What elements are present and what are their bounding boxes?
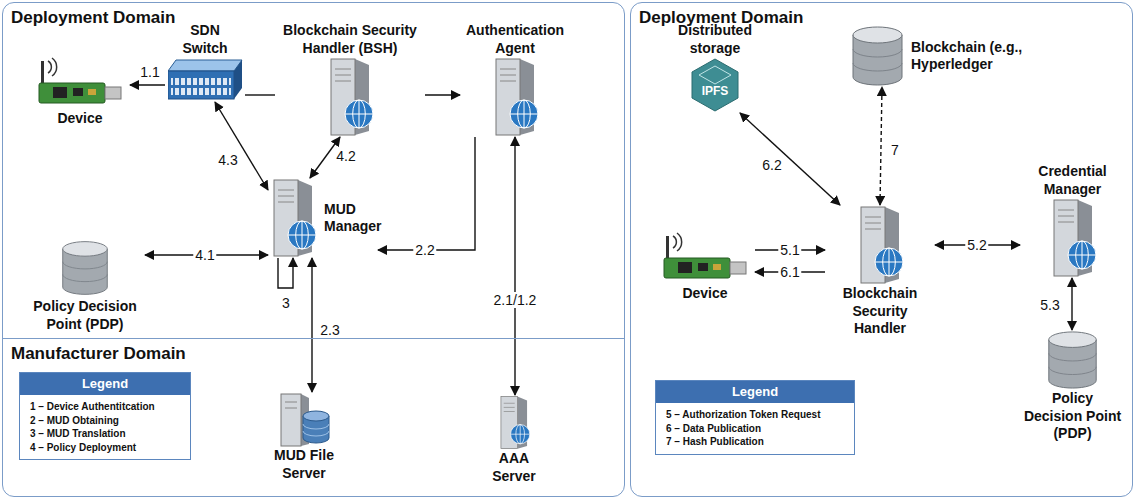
node-label: MUD File Server — [264, 447, 344, 482]
callout-number: 5.2 — [965, 237, 988, 253]
node-label: Legend — [20, 373, 190, 395]
storage-node: Distributed storageIPFS — [660, 22, 770, 113]
database-node: Policy Decision Point (PDP) — [25, 238, 145, 333]
node-label: 4 – Policy Deployment — [30, 441, 180, 455]
node-label: 6 – Data Publication — [666, 422, 844, 436]
cyl-icon — [1045, 330, 1100, 390]
server-node: AAA Server — [479, 395, 549, 485]
server-node: MUD Manager — [268, 178, 378, 258]
device-node: Device — [655, 230, 755, 303]
node-label: 1 – Device Authentitcation — [30, 400, 180, 414]
node-label: Device — [660, 285, 750, 303]
database-node: Blockchain (e.g., Hyperledger — [850, 25, 1100, 87]
node-label: Blockchain Security Handler (BSH) — [275, 22, 425, 57]
callout-number: 6.1 — [778, 264, 801, 280]
node-label: SDN Switch — [166, 22, 244, 57]
node-label: 5 – Authorization Token Request — [666, 408, 844, 422]
cyl-icon — [60, 238, 110, 298]
board-icon — [35, 55, 125, 110]
node-label: MUD Manager — [324, 201, 384, 236]
node-label: Policy Decision Point (PDP) — [26, 298, 144, 333]
connector — [425, 94, 460, 95]
callout-number: 5.3 — [1038, 297, 1061, 313]
server-icon — [490, 57, 540, 137]
switch-node: SDN Switch — [165, 22, 245, 102]
file-icon — [277, 392, 332, 447]
domain-region: Manufacturer DomainMUD File Server AAA Se… — [3, 338, 624, 496]
server-icon — [855, 205, 905, 285]
node-label: Distributed storage — [665, 22, 765, 57]
legend-box: Legend 1 – Device Authentitcation2 – MUD … — [19, 372, 191, 460]
cyl-icon — [850, 25, 905, 87]
connector — [1071, 278, 1072, 330]
connector — [215, 102, 268, 190]
callout-number: 5.1 — [778, 242, 801, 258]
node-label: Blockchain Security Handler — [830, 285, 930, 338]
callout-number: 3 — [280, 295, 292, 311]
node-label: Credential Manager — [1023, 163, 1123, 198]
node-label: Blockchain (e.g., Hyperledger — [911, 39, 1061, 74]
node-label: Policy Decision Point (PDP) — [1023, 390, 1123, 443]
domain-panel: Deployment DomainManufacturer DomainMUD … — [2, 2, 625, 497]
node-label: Legend — [656, 381, 854, 403]
switch-icon — [168, 57, 243, 102]
callout-number: 2.3 — [318, 322, 341, 338]
server-node: Blockchain Security Handler (BSH) — [275, 22, 425, 137]
node-label: IPFS — [702, 84, 729, 99]
callout-number: 2.2 — [413, 242, 436, 258]
device-node: Device — [30, 55, 130, 128]
callout-number: 1.1 — [138, 64, 161, 80]
connector — [740, 113, 840, 205]
callout-number: 2.1/1.2 — [492, 292, 539, 308]
connector — [514, 137, 515, 395]
domain-panel: Deployment DomainDistributed storageIPFS… — [630, 2, 1133, 497]
node-label: Authentication Agent — [460, 22, 570, 57]
connector — [378, 137, 475, 250]
callout-number: 4.1 — [193, 247, 216, 263]
legend-box: Legend 5 – Authorization Token Request6 –… — [655, 380, 855, 455]
node-label: 3 – MUD Translation — [30, 427, 180, 441]
board-icon — [660, 230, 750, 285]
node-label: 2 – MUD Obtaining — [30, 414, 180, 428]
connector — [130, 84, 165, 85]
server-icon — [268, 178, 318, 258]
connector — [880, 87, 882, 205]
file-server-node: MUD File Server — [249, 392, 359, 482]
server-icon — [494, 395, 534, 450]
connector — [278, 258, 293, 288]
server-icon — [1048, 198, 1098, 278]
node-label: AAA Server — [484, 450, 544, 485]
server-icon — [325, 57, 375, 137]
callout-number: 6.2 — [760, 157, 783, 173]
connector — [245, 94, 275, 95]
server-node: Authentication Agent — [460, 22, 570, 137]
database-node: Policy Decision Point (PDP) — [1015, 330, 1130, 443]
callout-number: 4.2 — [334, 148, 357, 164]
callout-number: 4.3 — [216, 152, 239, 168]
node-label: 7 – Hash Publication — [666, 435, 844, 449]
server-node: Blockchain Security Handler — [825, 205, 935, 338]
node-label: Manufacturer Domain — [3, 339, 624, 368]
connector — [311, 258, 312, 392]
server-node: Credential Manager — [1020, 163, 1125, 278]
node-label: Device — [35, 110, 125, 128]
callout-number: 7 — [889, 142, 901, 158]
